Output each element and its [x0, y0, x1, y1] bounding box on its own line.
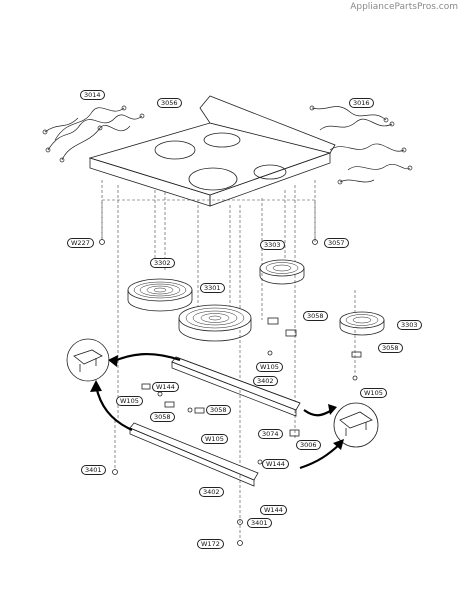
part-label-3058-b: 3058	[378, 343, 403, 353]
part-label-3303-a: 3303	[260, 240, 285, 250]
part-label-3302: 3302	[150, 258, 175, 268]
part-label-3401-a: 3401	[81, 465, 106, 475]
part-label-w144-c: W144	[260, 505, 287, 515]
part-label-3016: 3016	[349, 98, 374, 108]
part-label-3301: 3301	[200, 283, 225, 293]
part-label-3058-d: 3058	[150, 412, 175, 422]
arrowheads	[90, 355, 344, 450]
part-label-3402-a: 3402	[253, 376, 278, 386]
radiant-element-3302	[127, 278, 193, 312]
bracket-3402-upper	[171, 356, 301, 417]
part-label-3058-c: 3058	[206, 405, 231, 415]
part-label-3014: 3014	[80, 90, 105, 100]
part-label-w105-a: W105	[256, 362, 283, 372]
part-label-3401-b: 3401	[247, 518, 272, 528]
part-label-w144-a: W144	[152, 382, 179, 392]
wire-harness-3016	[309, 105, 413, 185]
radiant-element-3301	[178, 304, 252, 342]
part-label-3074: 3074	[258, 429, 283, 439]
part-label-3058-a: 3058	[303, 311, 328, 321]
part-label-w227: W227	[67, 238, 94, 248]
detail-inset-left	[66, 338, 110, 382]
part-label-3303-b: 3303	[397, 320, 422, 330]
watermark: AppliancePartsPros.com	[350, 2, 458, 12]
radiant-element-3303-right	[339, 311, 385, 336]
part-label-3057: 3057	[324, 238, 349, 248]
detail-inset-right	[333, 402, 379, 448]
part-label-3006: 3006	[296, 440, 321, 450]
part-label-3056: 3056	[157, 98, 182, 108]
part-label-w172: W172	[197, 539, 224, 549]
screws	[99, 239, 358, 546]
part-label-w144-b: W144	[262, 459, 289, 469]
part-label-w105-c: W105	[116, 396, 143, 406]
cooktop-glass-3056	[88, 95, 336, 207]
wire-harness-3014	[42, 105, 145, 163]
part-label-3402-b: 3402	[199, 487, 224, 497]
part-label-w105-b: W105	[360, 388, 387, 398]
part-label-w105-d: W105	[201, 434, 228, 444]
terminal-clips	[141, 317, 362, 437]
radiant-element-3303-rear	[259, 259, 305, 285]
bracket-3402-lower	[129, 422, 259, 487]
